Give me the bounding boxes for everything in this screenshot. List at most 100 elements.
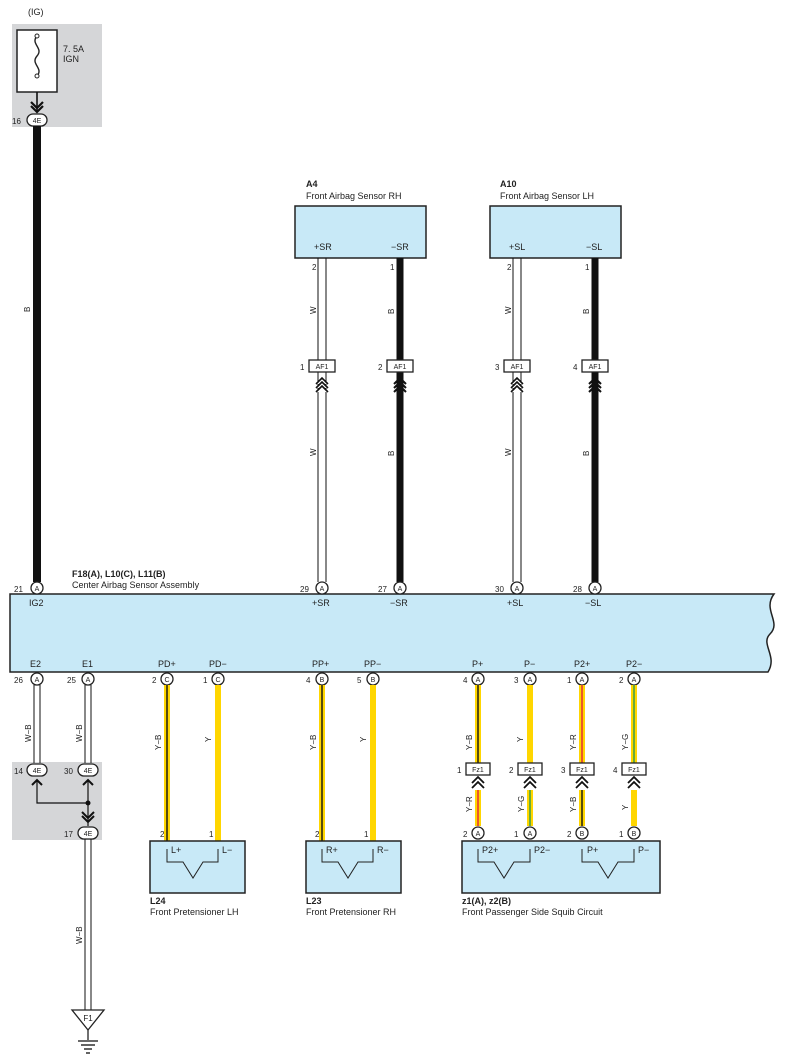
svg-text:PD+: PD+ — [158, 659, 176, 669]
l24-name: Front Pretensioner LH — [150, 907, 239, 917]
svg-text:1: 1 — [203, 676, 208, 685]
z1-term-3: P+ — [587, 845, 598, 855]
af1-4-wire-upper: B — [582, 309, 591, 314]
z1-pin-4: 1 B — [619, 826, 641, 840]
wire-w-sr — [317, 258, 327, 582]
svg-text:PP−: PP− — [364, 659, 381, 669]
af1-4-wire-lower: B — [582, 451, 591, 456]
fz1-3-wire-color: Y−B — [569, 797, 578, 812]
z1-pin-1: 2 A — [463, 826, 485, 840]
z1-code: z1(A), z2(B) — [462, 896, 511, 906]
a10-box — [489, 205, 622, 259]
ground-label: F1 — [83, 1014, 93, 1023]
svg-text:4: 4 — [613, 766, 618, 775]
center-bottom-pin-p2-pos: P2+ 1 A — [567, 659, 590, 686]
wire-p2-neg-color: Y−G — [621, 734, 630, 750]
svg-text:AF1: AF1 — [511, 364, 524, 371]
svg-text:2: 2 — [509, 766, 514, 775]
wire-p-neg-color: Y — [516, 736, 525, 742]
fuse-out-conn: 4E — [33, 118, 42, 125]
center-assembly-box — [9, 593, 776, 673]
a4-name: Front Airbag Sensor RH — [306, 191, 402, 201]
z1-term-1: P2+ — [482, 845, 498, 855]
svg-text:A: A — [476, 831, 481, 838]
a4-pin-pos: 2 — [312, 263, 317, 272]
svg-text:+SR: +SR — [312, 598, 330, 608]
svg-text:Fz1: Fz1 — [472, 767, 484, 774]
af1-1-wire-lower: W — [309, 448, 318, 456]
l24-pin-pos: 2 — [160, 830, 165, 839]
center-name: Center Airbag Sensor Assembly — [72, 580, 200, 590]
wire-e2-wb — [33, 685, 41, 763]
z1-term-2: P2− — [534, 845, 550, 855]
svg-text:A: A — [476, 677, 481, 684]
svg-text:4: 4 — [573, 363, 578, 372]
wire-ig-color: B — [23, 307, 32, 312]
svg-text:30: 30 — [64, 767, 73, 776]
af1-4-arrow-icon — [588, 376, 602, 393]
svg-text:A: A — [35, 677, 40, 684]
z1-pin-3: 2 B — [567, 826, 589, 840]
svg-text:17: 17 — [64, 830, 73, 839]
svg-text:E2: E2 — [30, 659, 41, 669]
svg-text:A: A — [528, 677, 533, 684]
svg-text:A: A — [35, 586, 40, 593]
af1-connector-3: 3 AF1 — [495, 359, 531, 393]
a4-term-pos: +SR — [314, 242, 332, 252]
svg-text:AF1: AF1 — [394, 364, 407, 371]
a4-term-neg: −SR — [391, 242, 409, 252]
a10-code: A10 — [500, 179, 517, 189]
fz1-4-wire-color: Y — [621, 804, 630, 810]
a10-name: Front Airbag Sensor LH — [500, 191, 594, 201]
svg-text:PP+: PP+ — [312, 659, 329, 669]
svg-text:A: A — [515, 586, 520, 593]
svg-text:B: B — [371, 677, 376, 684]
wire-ground-color: W−B — [75, 926, 84, 944]
l23-name: Front Pretensioner RH — [306, 907, 396, 917]
svg-text:A: A — [593, 586, 598, 593]
svg-text:4E: 4E — [33, 768, 42, 775]
svg-text:Fz1: Fz1 — [524, 767, 536, 774]
fz1-connector-4: 4 Fz1 — [613, 762, 647, 776]
junction-out-arrow-icon — [81, 811, 95, 824]
wire-pp-neg-color: Y — [359, 736, 368, 742]
fuse-box — [16, 29, 58, 93]
center-top-pin-sr-pos: 29 A +SR — [300, 581, 330, 608]
a4-code: A4 — [306, 179, 318, 189]
svg-text:B: B — [320, 677, 325, 684]
l24-term-neg: L− — [222, 845, 232, 855]
z1-box — [461, 840, 661, 894]
fuse-name: IGN — [63, 54, 79, 64]
svg-text:4: 4 — [306, 676, 311, 685]
af1-2-arrow-icon — [393, 376, 407, 393]
svg-text:A: A — [86, 677, 91, 684]
svg-text:1: 1 — [457, 766, 462, 775]
fz1-2-wire-color: Y−G — [517, 796, 526, 812]
svg-text:A: A — [580, 677, 585, 684]
l23-pin-pos: 2 — [315, 830, 320, 839]
center-bottom-pin-p-neg: P− 3 A — [514, 659, 537, 686]
svg-text:A: A — [320, 586, 325, 593]
l23-squib-icon — [321, 849, 374, 879]
center-bottom-pin-pd-neg: PD− 1 C — [203, 659, 227, 686]
center-bottom-pin-pd-pos: PD+ 2 C — [152, 659, 176, 686]
svg-text:AF1: AF1 — [589, 364, 602, 371]
l24-term-pos: L+ — [171, 845, 181, 855]
svg-text:1: 1 — [619, 830, 624, 839]
l24-box — [149, 840, 246, 894]
z1-pin-2: 1 A — [514, 826, 537, 840]
svg-text:B: B — [632, 831, 637, 838]
wire-ground-wb — [84, 839, 92, 1010]
l24-pin-neg: 1 — [209, 830, 214, 839]
svg-text:2: 2 — [152, 676, 157, 685]
l23-term-pos: R+ — [326, 845, 338, 855]
svg-text:3: 3 — [514, 676, 519, 685]
svg-text:B: B — [580, 831, 585, 838]
center-top-pin-sl-neg: 28 A −SL — [573, 581, 602, 608]
center-bottom-pin-e2: E2 26 A — [14, 659, 44, 686]
svg-text:4E: 4E — [84, 768, 93, 775]
center-codes: F18(A), L10(C), L11(B) — [72, 569, 166, 579]
z1-name: Front Passenger Side Squib Circuit — [462, 907, 603, 917]
svg-text:26: 26 — [14, 676, 23, 685]
fuse-rating: 7. 5A — [63, 44, 84, 54]
